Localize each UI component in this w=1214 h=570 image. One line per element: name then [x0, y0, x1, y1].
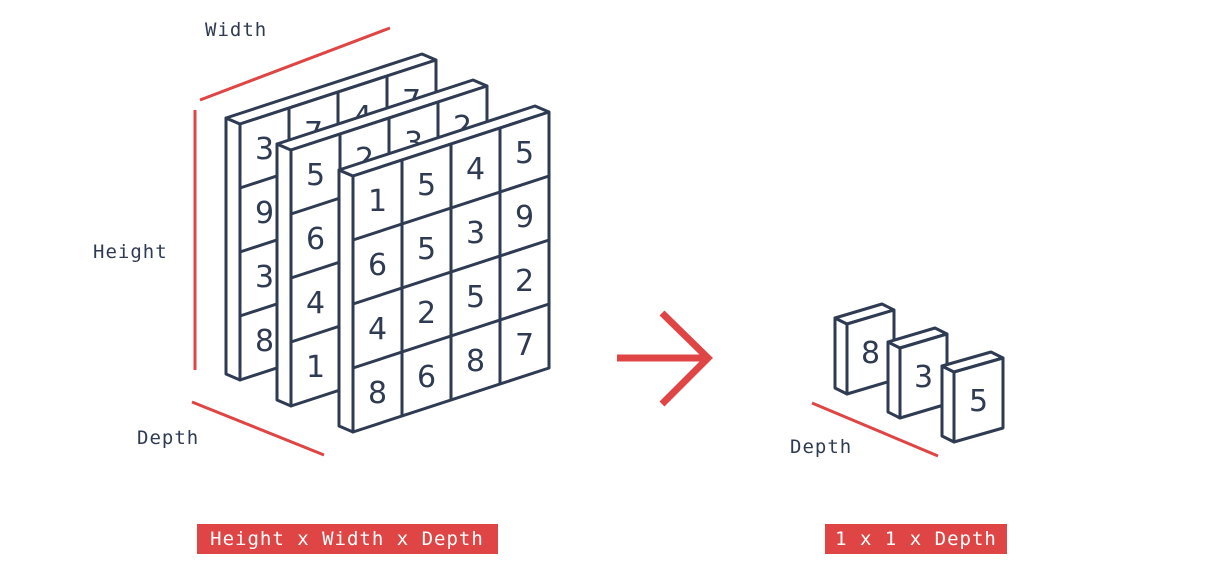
- pooled-value: 3: [914, 360, 933, 395]
- pooled-cube-3: 5: [940, 350, 1005, 444]
- pooled-value: 8: [861, 336, 880, 371]
- grid-cell-value: 8: [255, 324, 274, 359]
- depth-dimension-line-right: [811, 401, 939, 458]
- input-volume: 374793852326411545653942528687: [224, 52, 551, 434]
- grid-cell-value: 7: [515, 328, 534, 363]
- grid-cell-value: 2: [515, 264, 534, 299]
- depth-label-right: Depth: [790, 436, 852, 458]
- grid-cell-value: 4: [466, 152, 485, 187]
- caption-right-badge: [825, 524, 1007, 554]
- caption-right: 1 x 1 x Depth: [835, 528, 997, 550]
- width-dimension-line: [199, 26, 391, 102]
- depth-dimension-line-left: [191, 400, 325, 457]
- grid-cell-value: 4: [368, 312, 387, 347]
- grid-cell-value: 5: [466, 280, 485, 315]
- grid-cell-value: 8: [466, 344, 485, 379]
- grid-cell-value: 9: [255, 196, 274, 231]
- caption-left: Height x Width x Depth: [210, 528, 484, 550]
- grid-cell-value: 6: [417, 360, 436, 395]
- grid-cell-value: 5: [417, 168, 436, 203]
- grid-cell-value: 5: [417, 232, 436, 267]
- grid-cell-value: 1: [306, 350, 325, 385]
- grid-cell-value: 6: [306, 222, 325, 257]
- arrow-right-icon: [617, 310, 713, 407]
- grid-cell-value: 9: [515, 200, 534, 235]
- grid-cell-value: 1: [368, 184, 387, 219]
- pooled-cube-2: 3: [886, 326, 949, 420]
- grid-cell-value: 3: [466, 216, 485, 251]
- height-label: Height: [93, 241, 168, 263]
- grid-cell-value: 3: [255, 260, 274, 295]
- pooled-value: 5: [969, 384, 988, 419]
- pooled-cube-1: 8: [833, 302, 896, 396]
- grid-cell-value: 6: [368, 248, 387, 283]
- pooled-output: 83 5: [833, 302, 1005, 444]
- grid-cell-value: 8: [368, 376, 387, 411]
- grid-cell-value: 2: [417, 296, 436, 331]
- width-label: Width: [205, 19, 267, 41]
- grid-cell-value: 3: [255, 132, 274, 167]
- depth-label-left: Depth: [137, 427, 199, 449]
- grid-cell-value: 5: [306, 158, 325, 193]
- caption-left-badge: [197, 524, 498, 554]
- grid-cell-value: 4: [306, 286, 325, 321]
- grid-cell-value: 5: [515, 136, 534, 171]
